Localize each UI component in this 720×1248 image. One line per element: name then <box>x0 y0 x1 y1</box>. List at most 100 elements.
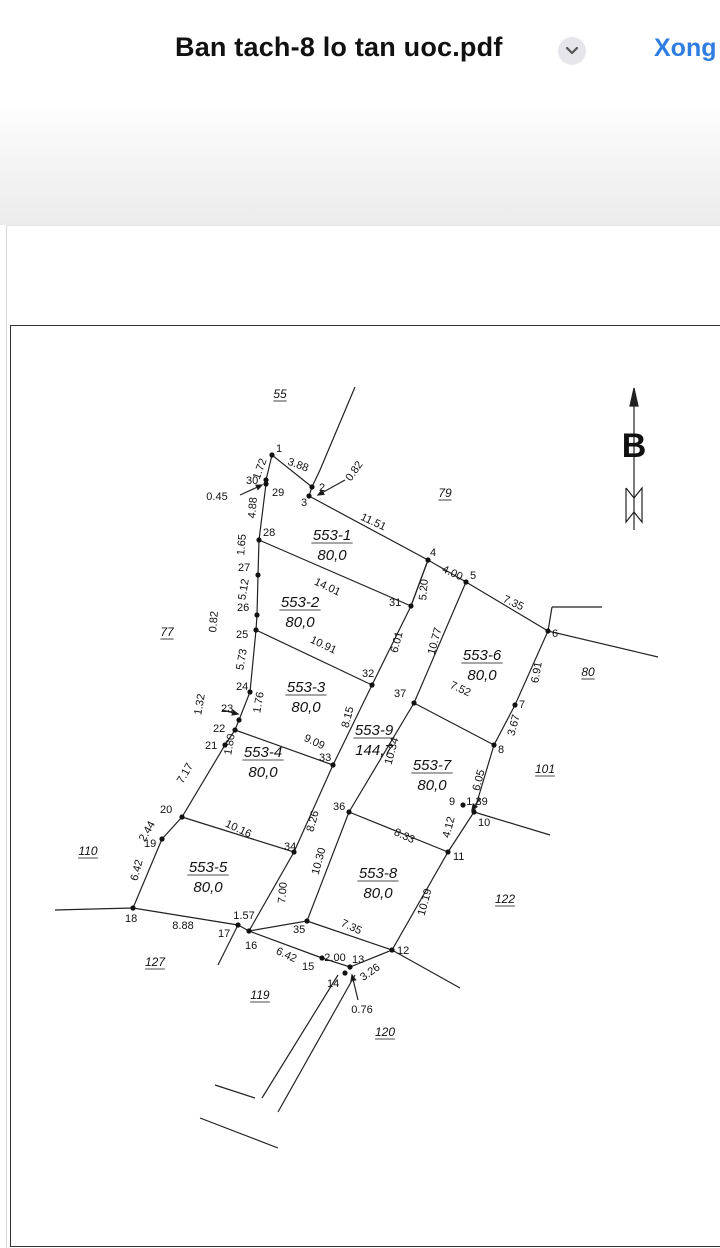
survey-point <box>342 970 348 976</box>
dimension-label: 2.00 <box>324 952 345 964</box>
survey-point <box>256 537 262 543</box>
point-label-13: 13 <box>352 954 364 966</box>
dimension-label: 10.91 <box>308 634 338 657</box>
dimension-label: 5.73 <box>234 648 250 671</box>
boundary-line <box>234 729 334 766</box>
survey-point <box>319 955 325 961</box>
north-arrow-head <box>629 387 639 407</box>
survey-point <box>236 717 242 723</box>
dimension-label: 5.20 <box>417 579 431 601</box>
point-label-21: 21 <box>205 740 217 752</box>
point-label-36: 36 <box>333 801 345 813</box>
point-label-12: 12 <box>397 945 409 957</box>
point-label-35: 35 <box>293 924 305 936</box>
point-label-14: 14 <box>327 978 339 990</box>
survey-point <box>254 612 260 618</box>
point-label-23: 23 <box>221 703 233 715</box>
chevron-down-icon[interactable] <box>558 37 586 65</box>
point-label-5: 5 <box>470 570 476 582</box>
boundary-line <box>199 1117 279 1149</box>
pointer-arrowhead <box>255 484 264 491</box>
boundary-line <box>277 974 356 1113</box>
lot-area-553-9: 144,7 <box>355 742 393 759</box>
document-title[interactable]: Ban tach-8 lo tan uoc.pdf <box>175 32 503 62</box>
survey-point <box>304 918 310 924</box>
dimension-label: 10.19 <box>416 887 435 917</box>
neighbor-parcel-77: 77 <box>160 625 175 639</box>
pointer-arrowhead <box>471 803 479 812</box>
lot-area-553-6: 80,0 <box>467 667 497 684</box>
pointer-arrowhead <box>350 973 357 982</box>
neighbor-parcel-120: 120 <box>375 1025 395 1039</box>
dimension-label: 0.76 <box>351 1004 372 1016</box>
survey-point <box>471 809 477 815</box>
dimension-label: 1.39 <box>466 796 487 808</box>
lot-id-553-9: 553-9 <box>355 722 394 739</box>
survey-point <box>309 484 315 490</box>
survey-point <box>460 802 466 808</box>
lot-id-553-8: 553-8 <box>359 865 398 882</box>
dimension-label: 6.01 <box>389 630 406 654</box>
neighbor-parcel-119: 119 <box>250 988 269 1002</box>
lot-area-553-3: 80,0 <box>291 699 321 716</box>
north-arrow-tail <box>625 486 643 524</box>
point-label-4: 4 <box>430 547 436 559</box>
point-label-20: 20 <box>160 804 172 816</box>
survey-point <box>389 947 395 953</box>
neighbor-parcel-79: 79 <box>438 486 452 500</box>
point-label-18: 18 <box>125 913 137 925</box>
lot-area-553-2: 80,0 <box>285 614 315 631</box>
lot-area-553-8: 80,0 <box>363 885 393 902</box>
dimension-label: 4.00 <box>440 563 464 583</box>
lot-id-553-6: 553-6 <box>463 647 502 664</box>
survey-point <box>411 700 417 706</box>
neighbor-parcel-55: 55 <box>273 387 287 401</box>
pointer-arrowhead <box>231 709 240 716</box>
dimension-label: 0.82 <box>207 611 221 633</box>
point-label-29: 29 <box>272 487 284 499</box>
point-label-19: 19 <box>144 838 156 850</box>
boundary-line <box>248 559 429 932</box>
survey-point <box>291 849 297 855</box>
lot-id-553-1: 553-1 <box>313 527 351 544</box>
dimension-label: 9.09 <box>302 732 326 752</box>
survey-point <box>179 814 185 820</box>
point-label-16: 16 <box>245 940 257 952</box>
document-header: Ban tach-8 lo tan uoc.pdf Xong <box>0 0 720 100</box>
point-label-10: 10 <box>478 817 490 829</box>
point-label-3: 3 <box>301 497 307 509</box>
dimension-label: 0.45 <box>206 491 227 503</box>
dimension-label: 10.16 <box>223 818 253 841</box>
point-label-27: 27 <box>238 562 250 574</box>
done-button[interactable]: Xong <box>654 34 717 62</box>
survey-point <box>263 477 269 483</box>
point-label-33: 33 <box>319 752 331 764</box>
survey-point <box>445 849 451 855</box>
pdf-page <box>6 225 720 1248</box>
point-label-37: 37 <box>394 688 406 700</box>
point-label-9: 9 <box>449 796 455 808</box>
survey-point <box>253 627 259 633</box>
point-label-30: 30 <box>246 475 258 487</box>
dimension-label: 5.12 <box>236 578 252 601</box>
dimension-label: 6.91 <box>529 661 545 684</box>
point-label-31: 31 <box>389 597 401 609</box>
survey-point <box>545 628 551 634</box>
lot-id-553-7: 553-7 <box>413 757 452 774</box>
point-label-2: 2 <box>319 482 325 494</box>
dimension-label: 1.57 <box>233 910 254 922</box>
survey-point <box>347 964 353 970</box>
dimension-label: 10.34 <box>383 736 402 766</box>
boundary-line <box>311 386 356 488</box>
point-label-26: 26 <box>237 602 249 614</box>
boundary-line <box>547 606 553 632</box>
survey-point <box>463 579 469 585</box>
point-label-22: 22 <box>213 723 225 735</box>
neighbor-parcel-110: 110 <box>78 844 97 858</box>
dimension-label: 10.77 <box>426 626 445 656</box>
point-label-1: 1 <box>276 443 282 455</box>
dimension-label: 4.12 <box>441 815 458 839</box>
boundary-line <box>217 924 239 966</box>
dimension-label: 8.88 <box>172 920 193 932</box>
